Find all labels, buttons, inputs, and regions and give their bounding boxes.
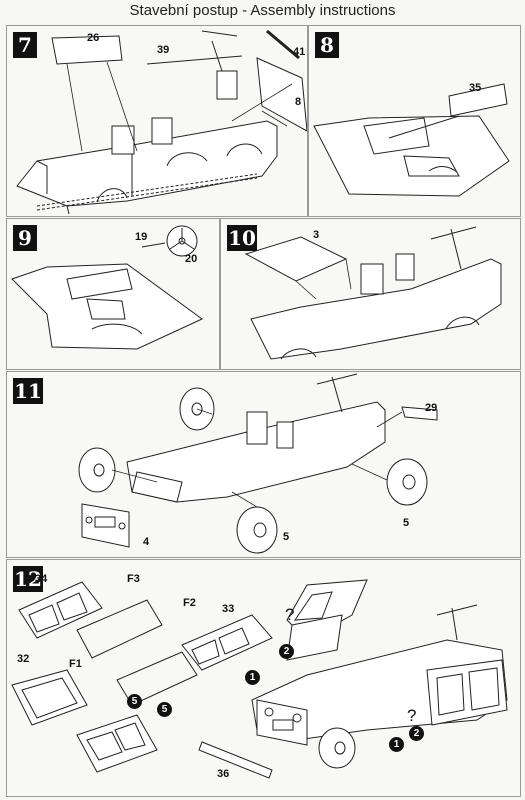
step-7-drawing <box>7 26 307 216</box>
callout-5-left: 5 <box>283 531 290 543</box>
callout-19: 19 <box>135 231 148 243</box>
step-8-panel: 8 35 <box>308 25 521 217</box>
badge-2-bottom: 2 <box>409 726 424 741</box>
step-10-panel: 10 3 <box>220 218 521 370</box>
step-number-8: 8 <box>315 32 339 58</box>
callout-F2: F2 <box>183 597 196 609</box>
callout-39: 39 <box>157 44 170 56</box>
badge-2-top: 2 <box>279 644 294 659</box>
callout-36: 36 <box>217 768 230 780</box>
badge-5-right: 5 <box>157 702 172 717</box>
callout-35: 35 <box>469 82 482 94</box>
callout-29: 29 <box>425 402 438 414</box>
step-number-10: 10 <box>227 225 257 251</box>
step-10-drawing <box>221 219 520 369</box>
step-11-panel: 11 29 4 5 5 <box>6 371 521 558</box>
badge-1-bottom: 1 <box>389 737 404 752</box>
step-7-panel: 7 26 39 41 8 <box>6 25 308 217</box>
callout-4: 4 <box>143 536 150 548</box>
step-12-panel: 12 34 F3 F2 33 32 F1 5 5 ? 2 1 <box>6 559 521 797</box>
step-number-7: 7 <box>13 32 37 58</box>
step-9-drawing <box>7 219 219 369</box>
step-9-panel: 9 19 20 <box>6 218 220 370</box>
callout-41: 41 <box>293 46 306 58</box>
question-mark-bottom: ? <box>407 706 417 725</box>
callout-F3: F3 <box>127 573 140 585</box>
badge-5-left: 5 <box>127 694 142 709</box>
page-title: Stavební postup - Assembly instructions <box>129 2 396 19</box>
step-11-drawing <box>7 372 520 557</box>
callout-8: 8 <box>295 96 302 108</box>
callout-5-right: 5 <box>403 517 410 529</box>
step-12-drawing <box>7 560 520 796</box>
step-number-9: 9 <box>13 225 37 251</box>
callout-3: 3 <box>313 229 320 241</box>
callout-20: 20 <box>185 253 198 265</box>
callout-32: 32 <box>17 653 30 665</box>
step-number-11: 11 <box>13 378 43 404</box>
callout-34: 34 <box>35 573 48 585</box>
callout-F1: F1 <box>69 658 82 670</box>
step-8-drawing <box>309 26 520 216</box>
badge-1-top: 1 <box>245 670 260 685</box>
question-mark-top: ? <box>285 605 295 624</box>
callout-26: 26 <box>87 32 100 44</box>
callout-33: 33 <box>222 603 235 615</box>
step-number-12: 12 <box>13 566 43 592</box>
